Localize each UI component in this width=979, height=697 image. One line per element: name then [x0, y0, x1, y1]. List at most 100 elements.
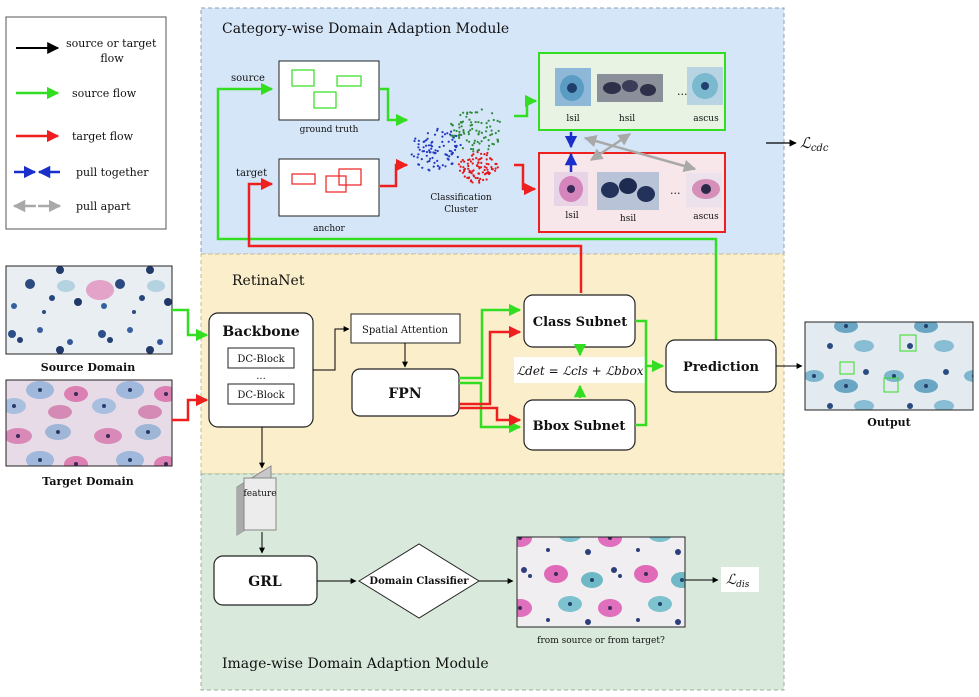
cluster-point — [485, 126, 488, 129]
cluster-point — [421, 150, 424, 153]
cluster-point — [431, 140, 434, 143]
cluster-point — [460, 160, 463, 163]
cluster-point — [477, 161, 480, 164]
cluster-point — [487, 163, 490, 166]
cluster-point — [433, 161, 436, 164]
cluster-point — [461, 120, 464, 123]
output-image — [804, 321, 974, 411]
cluster-point — [472, 153, 475, 156]
target-class-hsil: hsil — [620, 214, 636, 224]
cluster-point — [463, 175, 466, 178]
cluster-point — [470, 121, 473, 124]
cluster-point — [425, 139, 428, 142]
cluster-point — [453, 144, 457, 148]
cluster-point — [494, 169, 497, 172]
cluster-point — [498, 120, 501, 123]
cluster-point — [450, 162, 453, 165]
cluster-point — [428, 151, 431, 154]
cluster-point — [477, 158, 480, 161]
cluster-point — [473, 142, 476, 145]
legend-label-black-2: flow — [100, 52, 124, 65]
cluster-point — [466, 162, 469, 165]
iwdam-title: Image-wise Domain Adaption Module — [222, 656, 489, 672]
dc-block-1: DC-Block — [237, 354, 285, 365]
cluster-point — [491, 112, 494, 115]
cluster-point — [456, 155, 459, 159]
cluster-point — [480, 140, 483, 143]
cluster-point — [432, 165, 435, 168]
cluster-point — [417, 163, 421, 166]
cluster-point — [474, 120, 477, 124]
cluster-point — [462, 166, 465, 169]
cluster-point — [465, 139, 468, 142]
cluster-point — [467, 133, 470, 136]
cluster-point — [458, 130, 461, 133]
source-domain-label: Source Domain — [41, 361, 135, 374]
cluster-point — [459, 121, 462, 124]
domain-image — [516, 536, 686, 628]
cluster-point — [452, 136, 455, 139]
cluster-point — [490, 165, 493, 169]
cluster-point — [485, 122, 488, 125]
cluster-point — [474, 176, 477, 180]
cluster-point — [483, 165, 486, 168]
cluster-label-1: Classification — [430, 193, 492, 203]
target-domain-label: Target Domain — [42, 475, 133, 488]
cluster-point — [441, 131, 444, 134]
cluster-point — [430, 147, 433, 150]
cluster-point — [428, 169, 431, 172]
cluster-point — [441, 135, 444, 138]
cluster-point — [488, 172, 491, 175]
cluster-point — [466, 111, 469, 114]
cluster-point — [428, 149, 431, 152]
cluster-point — [436, 127, 439, 130]
source-class-hsil: hsil — [619, 114, 635, 124]
fpn-label: FPN — [388, 386, 421, 402]
anchor-label: anchor — [313, 224, 345, 234]
cluster-point — [469, 160, 472, 163]
legend-label-black-1: source or target — [66, 37, 157, 50]
spatial-attention-block — [350, 313, 461, 344]
cluster-point — [494, 132, 497, 135]
cluster-point — [491, 168, 494, 171]
cluster-point — [462, 111, 465, 114]
cluster-point — [454, 148, 457, 152]
cluster-point — [462, 130, 465, 134]
cluster-point — [477, 148, 481, 151]
legend-label-pull-together: pull together — [76, 166, 149, 179]
cluster-point — [487, 119, 490, 122]
retinanet-title: RetinaNet — [232, 273, 305, 289]
cluster-point — [471, 181, 474, 184]
cluster-point — [485, 158, 488, 161]
cluster-point — [433, 133, 437, 136]
cluster-point — [447, 140, 450, 143]
cluster-point — [480, 161, 483, 164]
cluster-point — [480, 108, 483, 111]
backbone-to-attention-arrow — [313, 326, 350, 371]
cluster-point — [458, 169, 462, 172]
cluster-point — [471, 144, 474, 147]
cdam-source-flow — [216, 82, 718, 340]
cluster-point — [470, 154, 474, 157]
pull-apart-arrows — [583, 132, 697, 172]
cluster-point — [478, 181, 481, 184]
cluster-point — [428, 159, 431, 163]
cluster-point — [431, 145, 434, 148]
cluster-point — [412, 155, 416, 158]
cluster-point — [416, 156, 419, 159]
cluster-point — [458, 123, 461, 126]
cluster-point — [438, 145, 441, 149]
cluster-point — [470, 147, 473, 151]
fpn-to-subnets-flow — [459, 303, 522, 434]
cluster-point — [469, 180, 472, 183]
cluster-point — [475, 129, 478, 132]
cluster-point — [468, 158, 471, 161]
cluster-point — [471, 127, 474, 130]
cluster-point — [483, 153, 486, 156]
cluster-point — [467, 177, 470, 180]
cluster-point — [492, 118, 495, 122]
cluster-point — [467, 164, 470, 168]
cluster-point — [487, 144, 491, 147]
spatial-attention-label: Spatial Attention — [362, 325, 448, 336]
cluster-point — [479, 166, 483, 169]
